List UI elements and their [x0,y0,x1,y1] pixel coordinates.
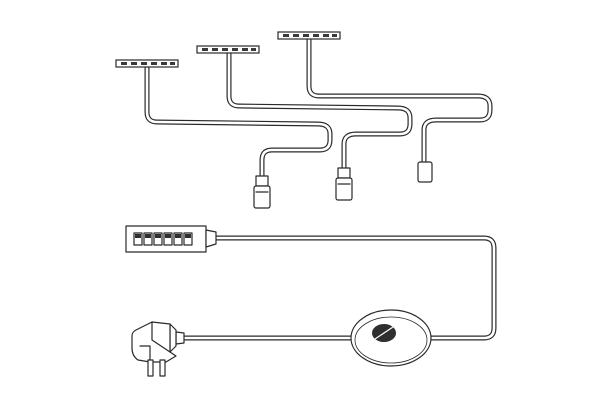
distributor-box [125,225,217,253]
distributor-port-4 [163,232,173,246]
distributor-port-6 [183,232,193,246]
distributor-ports [133,232,193,246]
distributor-port-3 [153,232,163,246]
led-light-1-connector [253,175,271,209]
plug-pin-left [147,359,154,377]
led-light-1 [115,59,333,209]
inline-switch [350,309,432,367]
distributor-port-2 [143,232,153,246]
led-light-2-strip [196,45,260,54]
led-light-2 [196,45,413,201]
led-light-3 [277,31,493,183]
distributor-port-1 [133,232,143,246]
led-light-3-cable [306,37,493,165]
mains-plug [131,321,185,377]
distributor-port-5 [173,232,183,246]
led-light-1-cable [144,65,333,179]
led-light-2-connector [335,167,353,201]
led-light-2-cable [226,51,413,171]
plug-pin-right [159,359,166,377]
led-light-3-strip [277,31,341,40]
supply-cable [181,235,497,341]
led-light-3-connector [417,161,433,183]
led-light-1-strip [115,59,179,68]
